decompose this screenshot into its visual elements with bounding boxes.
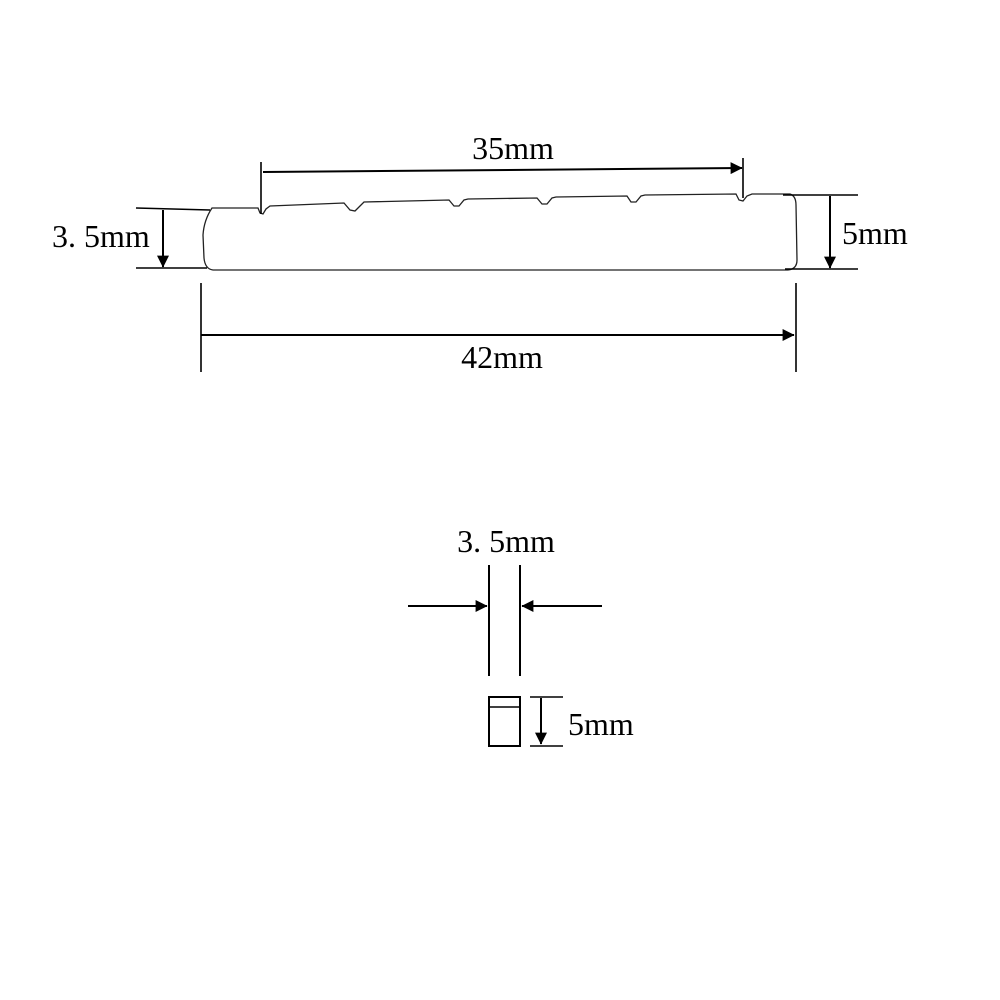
dimension-thickness: 3. 5mm (408, 523, 602, 676)
nut-outline (202, 193, 798, 271)
dim-line-35 (262, 162, 743, 175)
label-right-height: 5mm (842, 215, 908, 251)
label-35mm: 35mm (472, 130, 554, 166)
dimension-right-height: 5mm (783, 194, 908, 270)
label-left-height: 3. 5mm (52, 218, 150, 254)
label-42mm: 42mm (461, 339, 543, 375)
ext-line-left-top (135, 207, 211, 211)
label-thickness: 3. 5mm (457, 523, 555, 559)
label-end-height: 5mm (568, 706, 634, 742)
dimension-42mm: 42mm (200, 283, 797, 375)
end-view: 5mm (488, 696, 634, 747)
nut-side-view (202, 193, 798, 271)
end-view-block (488, 696, 521, 747)
dimension-left-height: 3. 5mm (52, 207, 211, 269)
dimension-35mm: 35mm (260, 130, 744, 214)
